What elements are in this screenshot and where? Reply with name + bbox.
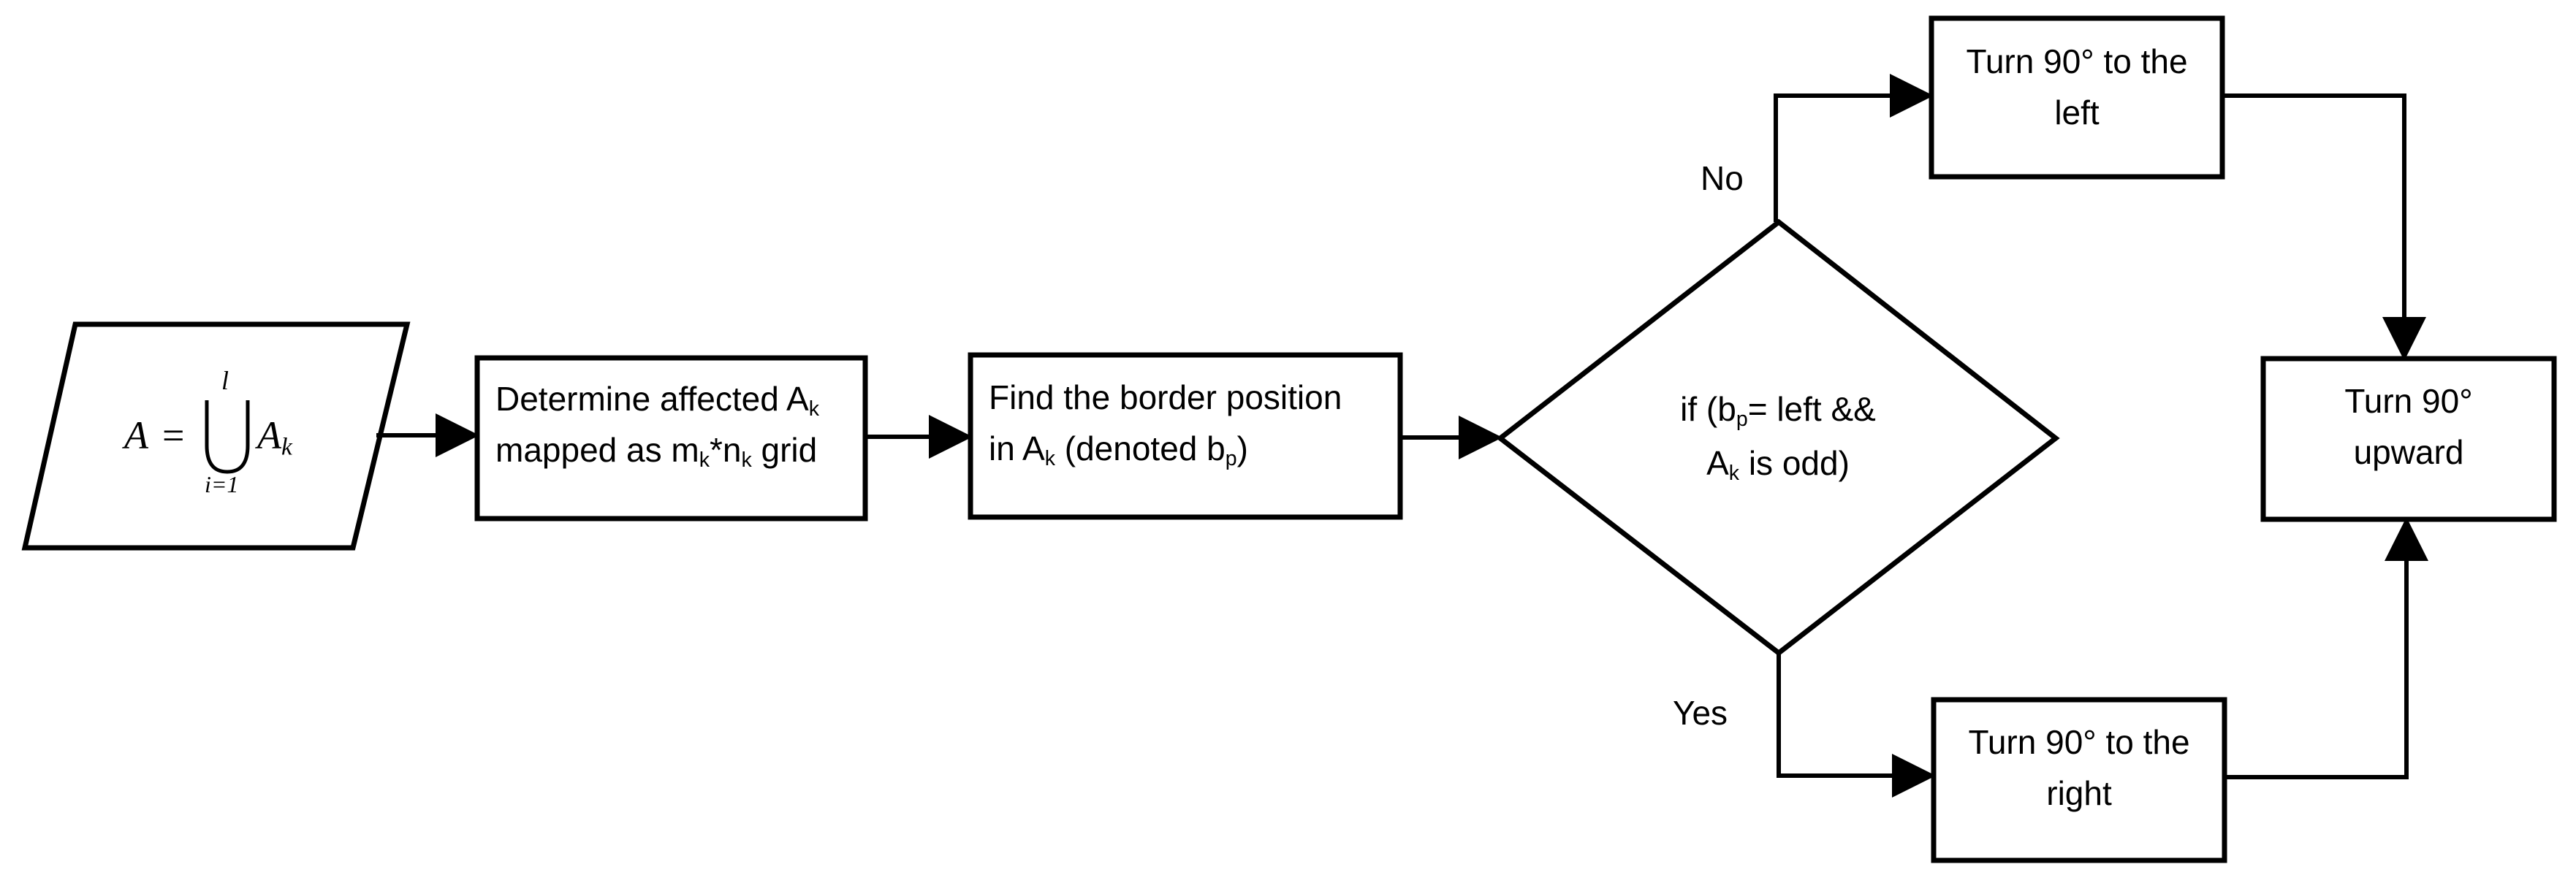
arrow-no-to-left (1774, 74, 1934, 222)
turn-upward-label-line2: upward (2353, 433, 2464, 471)
decision-diamond (1496, 218, 2060, 657)
arrow-yes-to-right (1777, 653, 1936, 798)
decision-label-line2: Ak is odd) (1706, 444, 1850, 486)
input-parallelogram (21, 321, 411, 551)
determine-label-line1: Determine affected Ak (495, 380, 819, 421)
turn-upward-label-line1: Turn 90° (2344, 382, 2473, 420)
formula-upper-limit: l (221, 366, 229, 395)
turn-left-label-line2: left (2054, 93, 2100, 131)
turn-left-label-line1: Turn 90° to the (1966, 42, 2188, 80)
arrow-right-to-upward (2224, 517, 2428, 779)
turn-right-label-line1: Turn 90° to the (1968, 723, 2190, 761)
union-symbol (205, 400, 250, 474)
formula-equals: = (162, 413, 185, 457)
formula-lower-limit: i=1 (205, 471, 239, 497)
turn-right-label-line2: right (2046, 774, 2112, 812)
find-label-line2: in Ak (denoted bp) (989, 429, 1248, 471)
branch-label-yes: Yes (1673, 694, 1728, 732)
determine-label-line2: mapped as mk*nk grid (495, 431, 818, 473)
decision-label-line1: if (bp= left && (1680, 390, 1876, 432)
formula-term: Ak (257, 413, 292, 461)
formula-lhs: A (124, 413, 148, 457)
find-label-line1: Find the border position (989, 378, 1342, 416)
arrow-left-to-upward (2222, 93, 2426, 361)
branch-label-no: No (1701, 159, 1744, 197)
turn-right-box (1931, 697, 2227, 863)
